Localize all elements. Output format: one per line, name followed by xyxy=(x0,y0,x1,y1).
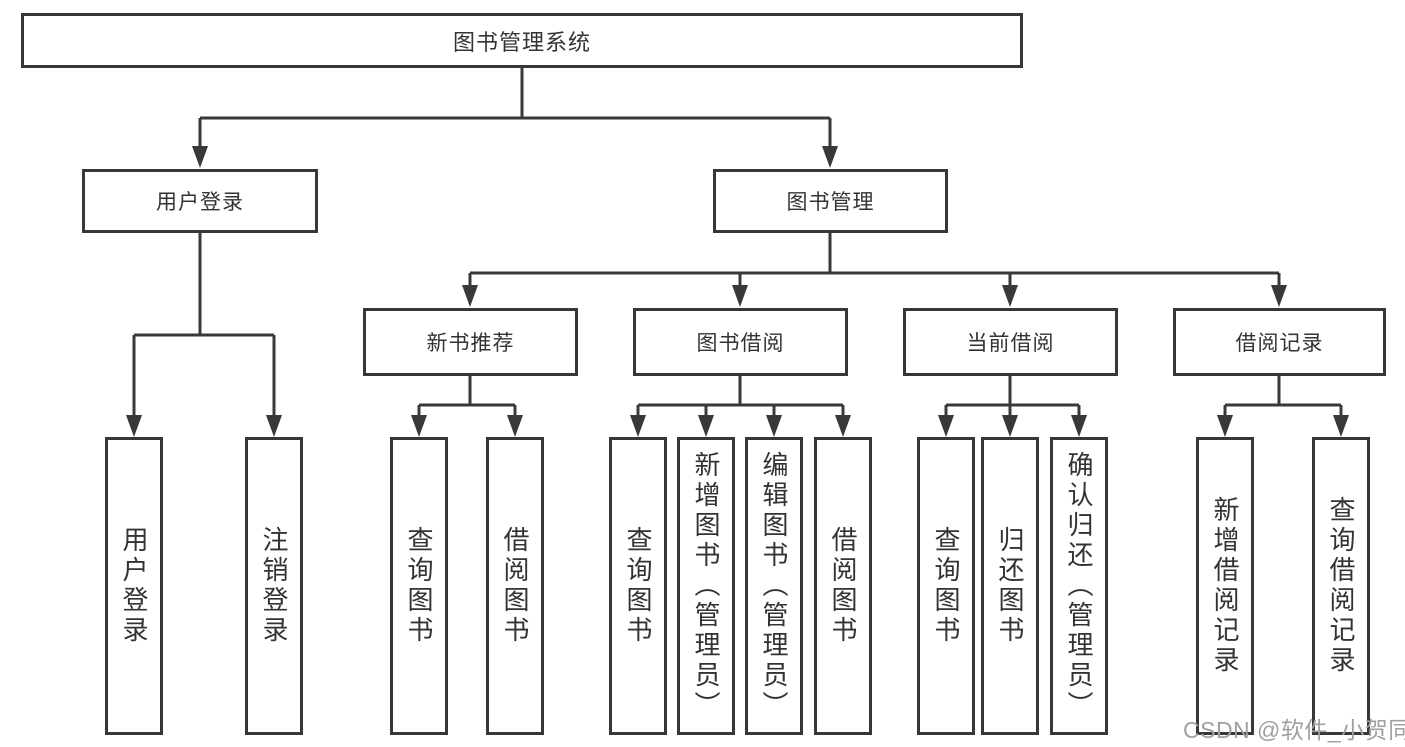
node-new-book-recommendation: 新书推荐 xyxy=(363,308,578,376)
leaf-borrow-books-borrowing: 借阅图书 xyxy=(814,437,872,735)
leaf-label: 借阅图书 xyxy=(500,526,530,646)
leaf-edit-books-admin: 编辑图书（管理员） xyxy=(745,437,803,735)
leaf-label: 查询图书 xyxy=(931,526,961,646)
leaf-add-borrow-record: 新增借阅记录 xyxy=(1196,437,1254,735)
leaf-return-books: 归还图书 xyxy=(981,437,1039,735)
leaf-add-books-admin: 新增图书（管理员） xyxy=(677,437,735,735)
leaf-label: 查询图书 xyxy=(404,526,434,646)
leaf-label: 借阅图书 xyxy=(828,526,858,646)
leaf-query-books-borrowing: 查询图书 xyxy=(609,437,667,735)
node-borrowing-records: 借阅记录 xyxy=(1173,308,1386,376)
leaf-label: 查询图书 xyxy=(623,526,653,646)
leaf-label: 新增借阅记录 xyxy=(1210,496,1240,676)
arrowheads xyxy=(126,146,1349,437)
node-book-management: 图书管理 xyxy=(713,169,948,233)
leaf-label: 确认归还（管理员） xyxy=(1064,451,1094,721)
leaf-label: 新增图书（管理员） xyxy=(691,451,721,721)
leaf-query-books-recommend: 查询图书 xyxy=(390,437,448,735)
node-library-management-system: 图书管理系统 xyxy=(21,13,1023,68)
leaf-label: 查询借阅记录 xyxy=(1326,496,1356,676)
leaf-confirm-return-admin: 确认归还（管理员） xyxy=(1050,437,1108,735)
watermark: CSDN @软件_小贺同学 xyxy=(1183,717,1405,743)
leaf-label: 编辑图书（管理员） xyxy=(759,451,789,721)
leaf-query-books-current: 查询图书 xyxy=(917,437,975,735)
leaf-user-login: 用户登录 xyxy=(105,437,163,735)
leaf-label: 用户登录 xyxy=(119,526,149,646)
leaf-borrow-books-recommend: 借阅图书 xyxy=(486,437,544,735)
node-current-borrowing: 当前借阅 xyxy=(903,308,1118,376)
leaf-query-borrow-record: 查询借阅记录 xyxy=(1312,437,1370,735)
node-book-borrowing: 图书借阅 xyxy=(633,308,848,376)
node-user-login: 用户登录 xyxy=(82,169,318,233)
leaf-label: 归还图书 xyxy=(995,526,1025,646)
leaf-label: 注销登录 xyxy=(259,526,289,646)
leaf-logout-login: 注销登录 xyxy=(245,437,303,735)
